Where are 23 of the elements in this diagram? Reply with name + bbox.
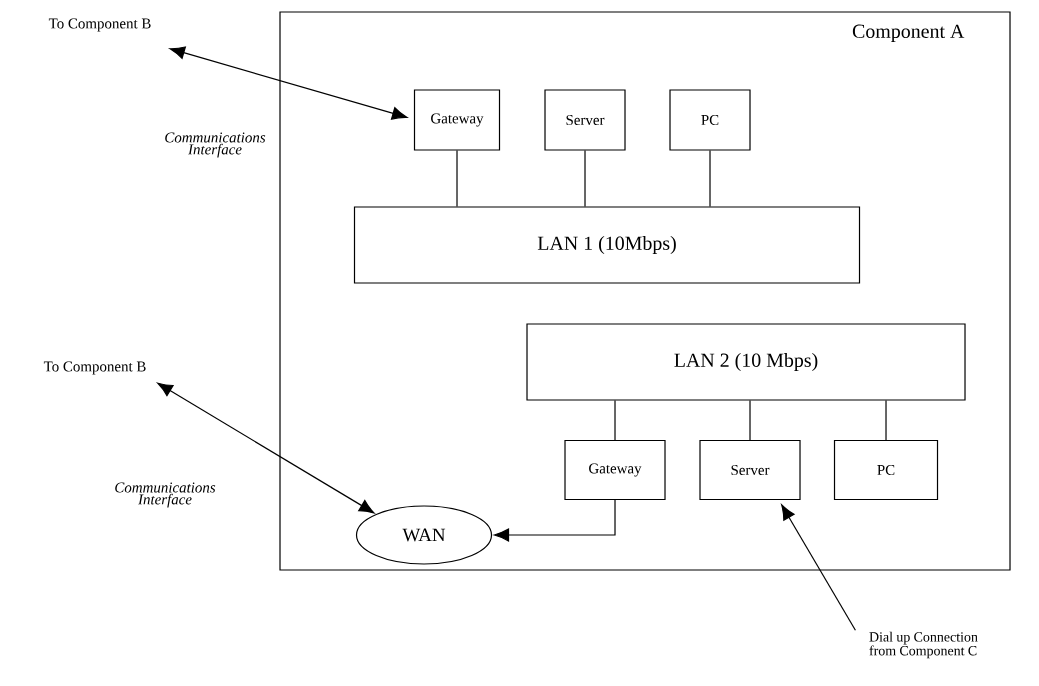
connector-line — [614, 400, 616, 441]
device-box: Server — [699, 439, 801, 501]
connector-line — [456, 150, 458, 207]
connector-line — [584, 150, 586, 207]
arrow — [781, 504, 795, 521]
connection-text: Dial up Connection from Component C — [869, 631, 978, 659]
connection-text: To Component B — [43, 361, 146, 375]
network-box: LAN 2 (10 Mbps) — [526, 323, 966, 401]
device-box: Server — [544, 89, 626, 151]
device-box: Gateway — [564, 439, 666, 501]
connector-line — [749, 400, 751, 441]
device-box: PC — [833, 439, 939, 501]
interface-label: Communications Interface — [165, 132, 266, 158]
arrow — [169, 46, 408, 120]
arrow — [157, 382, 375, 514]
device-box: Gateway — [413, 89, 501, 151]
device-box: PC — [669, 89, 751, 151]
connector-line — [885, 400, 887, 441]
interface-label: Communications Interface — [115, 482, 216, 508]
connector-line — [709, 150, 711, 207]
arrow — [493, 499, 616, 542]
network-box: LAN 1 (10Mbps) — [353, 206, 861, 284]
connection-text: To Component B — [48, 18, 151, 32]
